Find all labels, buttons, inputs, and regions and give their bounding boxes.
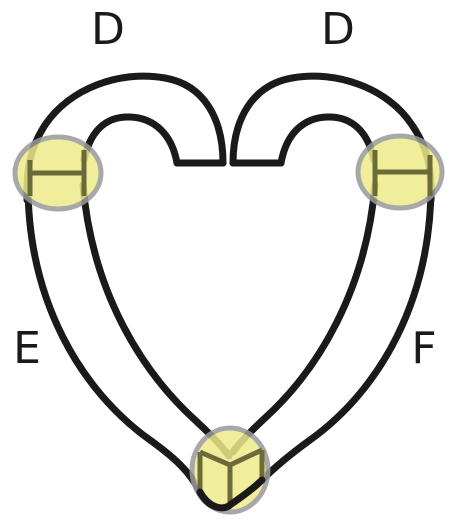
left-side-inner-edge <box>83 185 229 456</box>
right-side-inner-edge <box>233 185 375 452</box>
right-side-outer-edge <box>262 185 431 480</box>
label-right-f: F <box>411 323 436 374</box>
right-side-segment <box>233 185 431 480</box>
label-top-right-d: D <box>321 4 355 55</box>
left-side-outer-edge <box>28 185 200 492</box>
label-top-left-d: D <box>91 4 125 55</box>
junction-bottom <box>192 428 268 512</box>
junction-left <box>15 137 101 209</box>
label-left-e: E <box>13 323 41 374</box>
junction-right <box>358 136 442 208</box>
